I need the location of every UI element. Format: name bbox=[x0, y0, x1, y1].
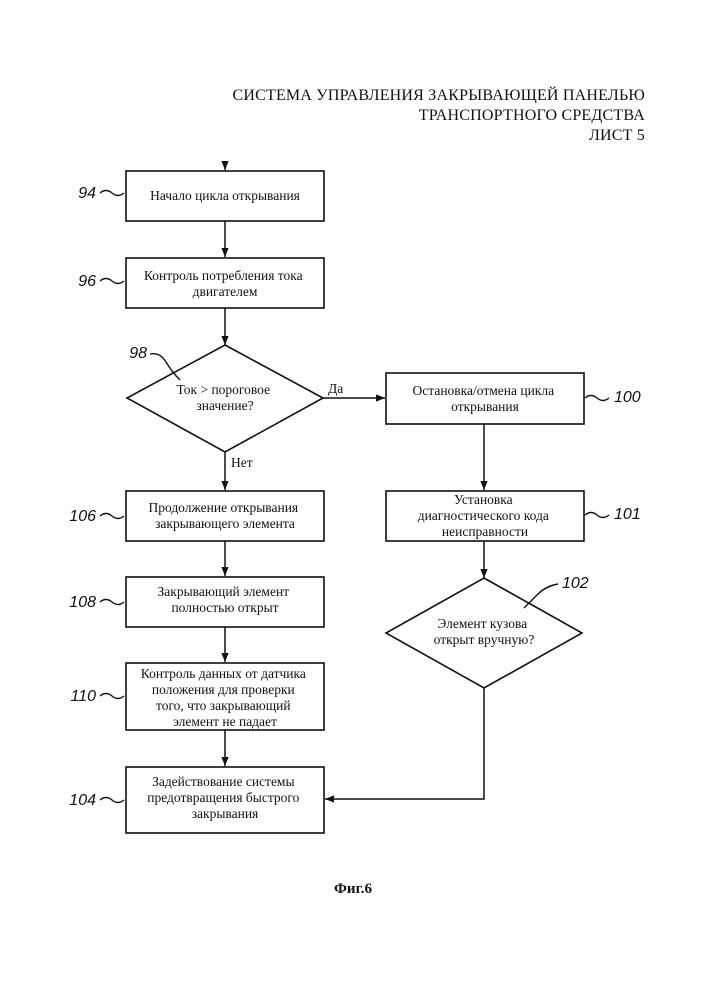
text-104-line-1: Задействование системы bbox=[152, 774, 294, 789]
leader-106 bbox=[100, 514, 124, 519]
text-110-line-4: элемент не падает bbox=[173, 714, 277, 729]
ref-110: 110 bbox=[70, 688, 96, 705]
leader-98 bbox=[150, 354, 180, 380]
ref-108: 108 bbox=[69, 594, 96, 611]
leader-94 bbox=[100, 191, 124, 196]
box-96 bbox=[126, 258, 324, 308]
arrow-102-to-104 bbox=[325, 688, 484, 799]
leader-108 bbox=[100, 600, 124, 605]
text-104-line-2: предотвращения быстрого bbox=[147, 790, 299, 805]
text-94: Начало цикла открывания bbox=[150, 188, 300, 203]
text-98-line-2: значение? bbox=[196, 398, 253, 413]
text-96-line-1: Контроль потребления тока bbox=[144, 268, 303, 283]
text-94-line-1: Начало цикла открывания bbox=[150, 188, 300, 203]
text-102: Элемент кузова открыт вручную? bbox=[434, 616, 535, 647]
text-110-line-3: того, что закрывающий bbox=[156, 698, 291, 713]
text-102-line-2: открыт вручную? bbox=[434, 632, 535, 647]
edge-label-yes: Да bbox=[328, 381, 343, 396]
ref-104: 104 bbox=[69, 792, 96, 809]
text-106-line-2: закрывающего элемента bbox=[155, 516, 295, 531]
figure-caption: Фиг.6 bbox=[334, 881, 372, 897]
ref-102: 102 bbox=[562, 575, 589, 592]
leader-100 bbox=[585, 396, 609, 401]
text-104-line-3: закрывания bbox=[192, 806, 259, 821]
ref-106: 106 bbox=[69, 508, 96, 525]
text-102-line-1: Элемент кузова bbox=[437, 616, 527, 631]
ref-94: 94 bbox=[78, 185, 96, 202]
edge-label-no: Нет bbox=[231, 455, 253, 470]
text-96-line-2: двигателем bbox=[193, 284, 258, 299]
leader-104 bbox=[100, 798, 124, 803]
text-108: Закрывающий элемент полностью открыт bbox=[158, 584, 293, 615]
text-101-line-3: неисправности bbox=[442, 524, 528, 539]
text-100-line-1: Остановка/отмена цикла bbox=[413, 383, 555, 398]
ref-101: 101 bbox=[614, 506, 641, 523]
text-100-line-2: открывания bbox=[451, 399, 519, 414]
leader-110 bbox=[100, 694, 124, 699]
text-108-line-1: Закрывающий элемент bbox=[158, 584, 290, 599]
text-98-line-1: Ток > пороговое bbox=[177, 382, 271, 397]
leader-96 bbox=[100, 279, 124, 284]
ref-96: 96 bbox=[78, 273, 96, 290]
node-texts: Начало цикла открывания Контроль потребл… bbox=[141, 188, 558, 821]
ref-98: 98 bbox=[129, 345, 147, 362]
leader-101 bbox=[585, 513, 609, 518]
text-110-line-1: Контроль данных от датчика bbox=[141, 666, 306, 681]
text-110-line-2: положения для проверки bbox=[152, 682, 295, 697]
text-101-line-1: Установка bbox=[454, 492, 513, 507]
text-106-line-1: Продолжение открывания bbox=[148, 500, 298, 515]
text-101-line-2: диагностического кода bbox=[418, 508, 549, 523]
text-108-line-2: полностью открыт bbox=[171, 600, 278, 615]
ref-100: 100 bbox=[614, 389, 641, 406]
text-106: Продолжение открывания закрывающего элем… bbox=[148, 500, 301, 531]
